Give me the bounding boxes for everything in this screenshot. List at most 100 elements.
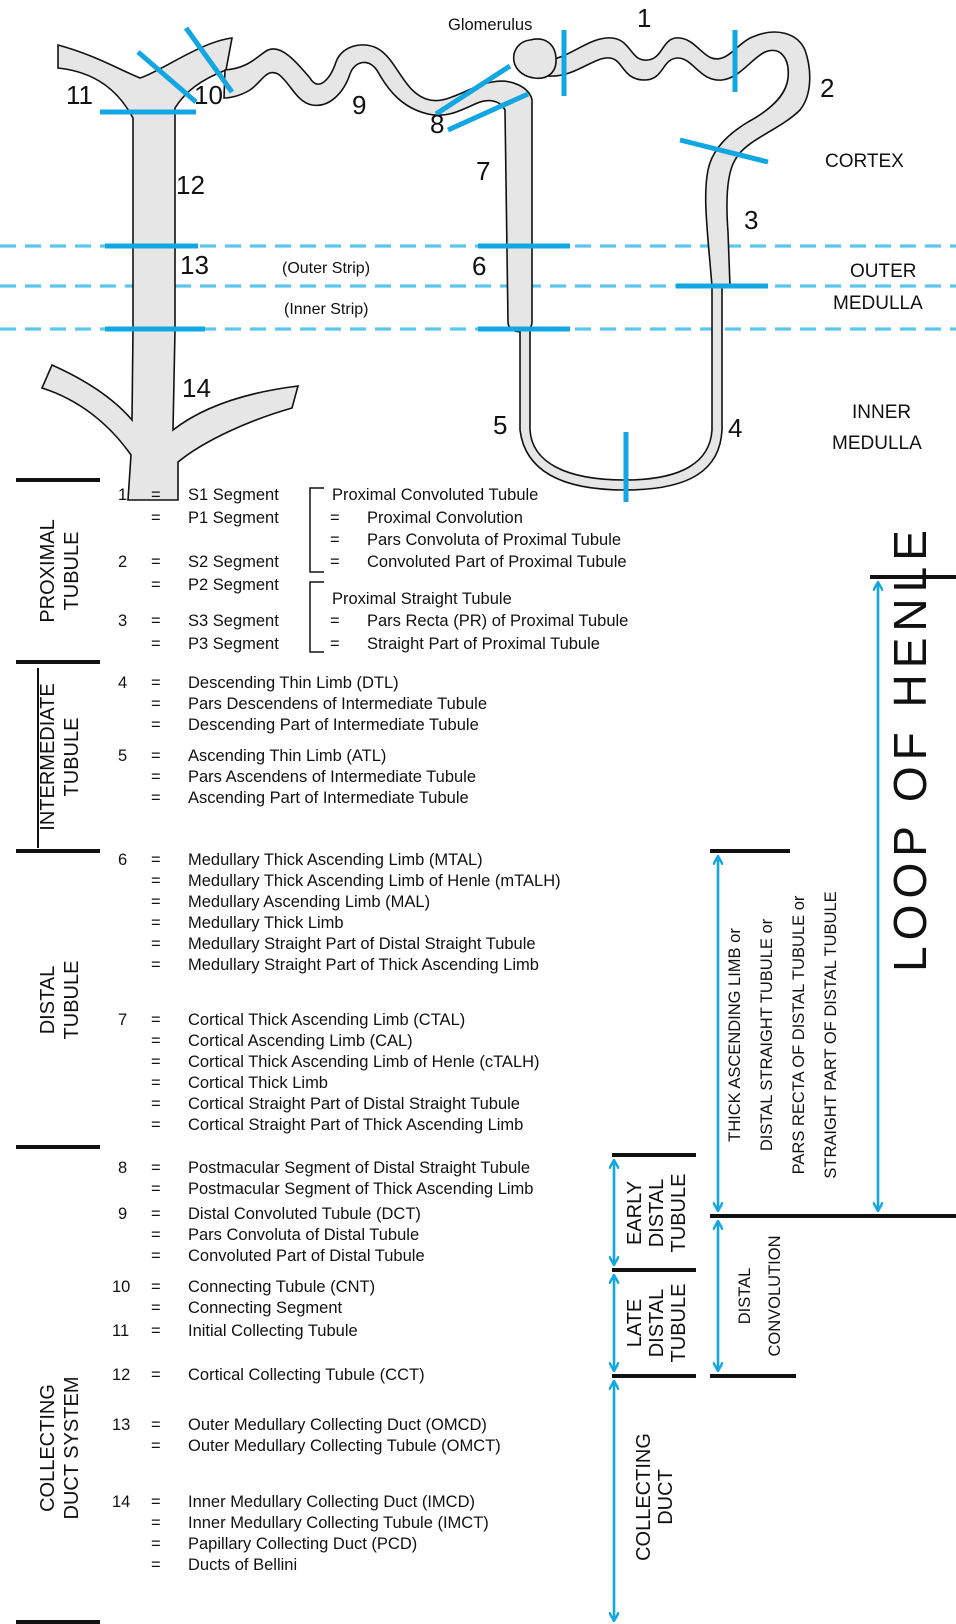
svg-text:COLLECTING: COLLECTING: [633, 1433, 655, 1561]
segment-number-4: 4: [728, 413, 742, 443]
label-s3: S3 Segment: [188, 612, 279, 630]
svg-text:=: =: [151, 635, 161, 653]
entry-synonym: Cortical Collecting Tubule (CCT): [188, 1366, 425, 1384]
entry-number: 9: [118, 1205, 127, 1223]
segment-entry-6: 6=Medullary Thick Ascending Limb (MTAL)=…: [118, 851, 561, 974]
zone-outer-label: OUTER: [850, 261, 917, 282]
equals-sign: =: [151, 914, 161, 932]
category-collecting-duct-system: COLLECTING DUCT SYSTEM: [37, 1377, 83, 1520]
segment-entry-4: 4=Descending Thin Limb (DTL)=Pars Descen…: [118, 674, 487, 734]
label-p2: P2 Segment: [188, 576, 279, 594]
segment-entry-14: 14=Inner Medullary Collecting Duct (IMCD…: [112, 1493, 489, 1574]
svg-text:COLLECTING: COLLECTING: [37, 1384, 59, 1512]
equals-sign: =: [151, 1278, 161, 1296]
entry-synonym: Postmacular Segment of Thick Ascending L…: [188, 1180, 533, 1198]
svg-text:TUBULE: TUBULE: [668, 1284, 690, 1363]
entry-synonym: Pars Descendens of Intermediate Tubule: [188, 695, 487, 713]
category-distal-tubule: DISTAL TUBULE: [37, 961, 83, 1040]
equals-sign: =: [151, 1299, 161, 1317]
equals-sign: =: [151, 851, 161, 869]
segment-entry-12: 12=Cortical Collecting Tubule (CCT): [112, 1366, 425, 1384]
category-intermediate-tubule: INTERMEDIATE TUBULE: [37, 683, 83, 830]
entry-number: 4: [118, 674, 127, 692]
distal-convolution-label: DISTAL CONVOLUTION: [736, 1235, 784, 1356]
proximal-num-1: 1: [118, 486, 127, 504]
entry-synonym: Medullary Thick Ascending Limb (MTAL): [188, 851, 483, 869]
equals-sign: =: [151, 1247, 161, 1265]
svg-text:THICK ASCENDING LIMB or: THICK ASCENDING LIMB or: [726, 928, 744, 1142]
svg-text:Straight Part of Proximal Tubu: Straight Part of Proximal Tubule: [367, 635, 600, 653]
entry-synonym: Papillary Collecting Duct (PCD): [188, 1535, 417, 1553]
svg-text:=: =: [151, 486, 161, 504]
entry-synonym: Medullary Thick Limb: [188, 914, 344, 932]
category-proximal-tubule: PROXIMAL TUBULE: [37, 519, 83, 622]
segment-number-12: 12: [176, 170, 205, 200]
proximal-num-2: 2: [118, 553, 127, 571]
entry-synonym: Ascending Part of Intermediate Tubule: [188, 789, 469, 807]
equals-sign: =: [151, 674, 161, 692]
equals-sign: =: [151, 1159, 161, 1177]
svg-text:=: =: [330, 509, 340, 527]
entry-synonym: Convoluted Part of Distal Tubule: [188, 1247, 425, 1265]
svg-text:DISTAL: DISTAL: [736, 1268, 754, 1325]
glomerulus-shape: [514, 39, 556, 78]
label-pct: Proximal Convoluted Tubule: [332, 486, 538, 504]
svg-text:Proximal Convolution: Proximal Convolution: [367, 509, 523, 527]
segment-number-8: 8: [430, 109, 444, 139]
zone-cortex-label: CORTEX: [825, 151, 904, 172]
svg-text:DUCT SYSTEM: DUCT SYSTEM: [61, 1377, 83, 1520]
entry-synonym: Cortical Thick Ascending Limb of Henle (…: [188, 1053, 540, 1071]
entry-number: 5: [118, 747, 127, 765]
loop-of-henle-label: LOOP OF HENLE: [884, 524, 936, 972]
segment-number-14: 14: [182, 373, 211, 403]
svg-text:=: =: [330, 553, 340, 571]
segment-number-1: 1: [637, 3, 651, 33]
segment-number-13: 13: [180, 250, 209, 280]
segment-entry-7: 7=Cortical Thick Ascending Limb (CTAL)=C…: [118, 1011, 540, 1134]
label-s2: S2 Segment: [188, 553, 279, 571]
entry-synonym: Medullary Straight Part of Thick Ascendi…: [188, 956, 539, 974]
entry-synonym: Medullary Thick Ascending Limb of Henle …: [188, 872, 561, 890]
entry-synonym: Connecting Tubule (CNT): [188, 1278, 375, 1296]
svg-text:Convoluted Part of Proximal Tu: Convoluted Part of Proximal Tubule: [367, 553, 627, 571]
pst-bracket: [310, 582, 324, 652]
equals-sign: =: [151, 1180, 161, 1198]
entry-synonym: Cortical Straight Part of Distal Straigh…: [188, 1095, 520, 1113]
entry-synonym: Initial Collecting Tubule: [188, 1322, 358, 1340]
equals-sign: =: [151, 1556, 161, 1574]
equals-sign: =: [151, 1493, 161, 1511]
collecting-duct-label: COLLECTING DUCT: [633, 1433, 677, 1561]
segment-entry-5: 5=Ascending Thin Limb (ATL)=Pars Ascende…: [118, 747, 476, 807]
equals-sign: =: [151, 872, 161, 890]
svg-text:INTERMEDIATE: INTERMEDIATE: [37, 683, 59, 830]
svg-text:=: =: [330, 531, 340, 549]
equals-sign: =: [151, 1074, 161, 1092]
svg-text:CONVOLUTION: CONVOLUTION: [766, 1235, 784, 1356]
segment-number-11: 11: [66, 80, 93, 110]
entry-number: 14: [112, 1493, 130, 1511]
entry-number: 11: [112, 1322, 129, 1340]
equals-sign: =: [151, 1011, 161, 1029]
svg-text:STRAIGHT PART OF DISTAL TUBULE: STRAIGHT PART OF DISTAL TUBULE: [822, 891, 840, 1178]
entry-number: 8: [118, 1159, 127, 1177]
svg-text:EARLY: EARLY: [624, 1181, 646, 1245]
segment-entry-9: 9=Distal Convoluted Tubule (DCT)=Pars Co…: [118, 1205, 425, 1265]
segment-number-5: 5: [493, 410, 507, 440]
entry-synonym: Cortical Ascending Limb (CAL): [188, 1032, 413, 1050]
late-distal-tubule-label: LATE DISTAL TUBULE: [624, 1284, 690, 1363]
entry-synonym: Cortical Thick Limb: [188, 1074, 328, 1092]
segment-number-7: 7: [476, 156, 490, 186]
svg-text:TUBULE: TUBULE: [61, 718, 83, 797]
entry-synonym: Connecting Segment: [188, 1299, 343, 1317]
proximal-tubule-shape: [548, 32, 810, 286]
zone-inner-label: INNER: [852, 402, 911, 423]
entry-synonym: Distal Convoluted Tubule (DCT): [188, 1205, 421, 1223]
equals-sign: =: [151, 1095, 161, 1113]
svg-text:=: =: [151, 576, 161, 594]
equals-sign: =: [151, 768, 161, 786]
svg-text:LATE: LATE: [624, 1299, 646, 1348]
entry-number: 13: [112, 1416, 130, 1434]
equals-sign: =: [151, 1205, 161, 1223]
svg-text:PROXIMAL: PROXIMAL: [37, 519, 59, 622]
